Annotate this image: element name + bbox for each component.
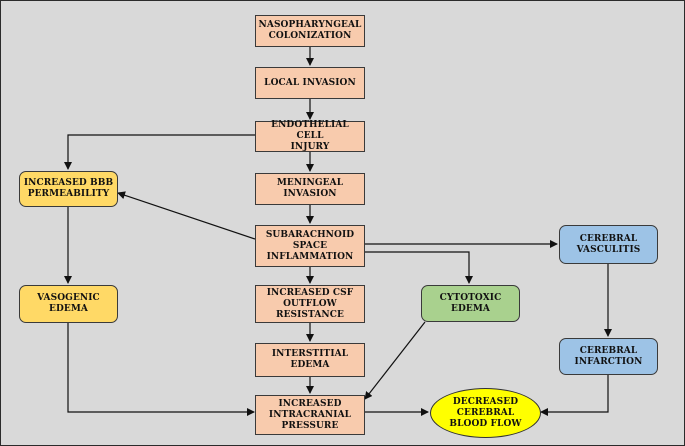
node-label: INTERSTITIAL EDEMA [271, 349, 349, 370]
edge-cytotoxic-edema-to-intracranial-pressure [364, 321, 426, 400]
node-vasogenic-edema: VASOGENIC EDEMA [19, 285, 118, 323]
node-subarachnoid-space-inflammation: SUBARACHNOID SPACE INFLAMMATION [255, 225, 365, 267]
node-meningeal-invasion: MENINGEAL INVASION [255, 173, 365, 205]
edge-endothelial-injury-to-bbb-permeability [64, 134, 255, 170]
node-increased-intracranial-pressure: INCREASED INTRACRANIAL PRESSURE [255, 395, 365, 435]
node-nasopharyngeal-colonization: NASOPHARYNGEAL COLONIZATION [255, 15, 365, 47]
node-cytotoxic-edema: CYTOTOXIC EDEMA [421, 285, 520, 322]
node-label: INCREASED CSF OUTFLOW RESISTANCE [266, 287, 354, 320]
node-label: VASOGENIC EDEMA [37, 293, 100, 314]
node-increased-bbb-permeability: INCREASED BBB PERMEABILITY [19, 171, 118, 207]
node-interstitial-edema: INTERSTITIAL EDEMA [255, 343, 365, 377]
node-increased-csf-outflow-resistance: INCREASED CSF OUTFLOW RESISTANCE [255, 285, 365, 323]
node-label: NASOPHARYNGEAL COLONIZATION [258, 20, 362, 41]
edge-subarachnoid-to-cytotoxic-edema [365, 251, 473, 284]
node-label: MENINGEAL INVASION [276, 178, 344, 199]
node-label: DECREASED CEREBRAL BLOOD FLOW [449, 396, 522, 429]
node-label: LOCAL INVASION [264, 77, 356, 88]
edge-infarction-to-blood-flow [540, 375, 609, 416]
node-label: INCREASED BBB PERMEABILITY [23, 178, 114, 199]
node-label: CEREBRAL INFARCTION [574, 345, 643, 367]
node-cerebral-infarction: CEREBRAL INFARCTION [559, 338, 658, 375]
node-label: CEREBRAL VASCULITIS [576, 233, 641, 255]
node-label: ENDOTHELIAL CELL INJURY [271, 120, 349, 152]
node-local-invasion: LOCAL INVASION [255, 67, 365, 99]
node-decreased-cerebral-blood-flow: DECREASED CEREBRAL BLOOD FLOW [430, 388, 541, 438]
node-label: CYTOTOXIC EDEMA [439, 292, 502, 314]
edge-subarachnoid-to-bbb-permeability [117, 191, 256, 240]
node-endothelial-cell-injury: ENDOTHELIAL CELL INJURY [255, 120, 365, 152]
node-label: INCREASED INTRACRANIAL PRESSURE [268, 398, 352, 431]
node-label: SUBARACHNOID SPACE INFLAMMATION [265, 229, 355, 262]
node-cerebral-vasculitis: CEREBRAL VASCULITIS [559, 225, 658, 264]
edge-vasogenic-edema-to-intracranial-pressure [67, 323, 255, 416]
